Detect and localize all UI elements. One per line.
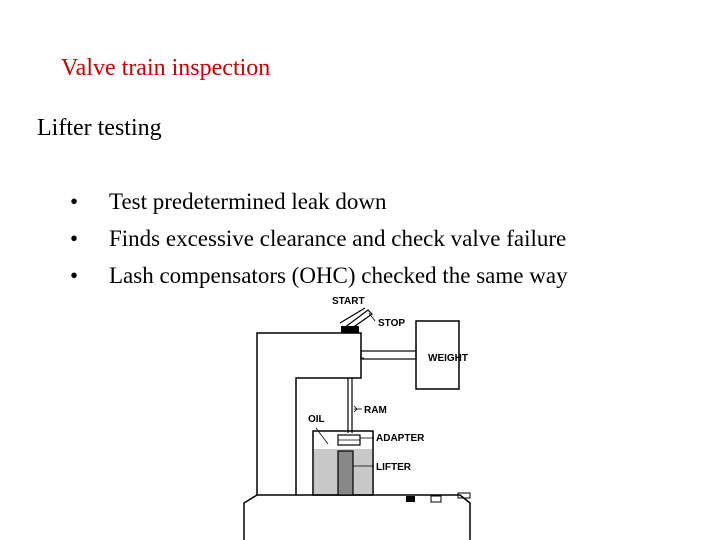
base-control-2	[430, 495, 442, 503]
base-control-1	[406, 496, 415, 502]
slide-title: Valve train inspection	[61, 55, 271, 81]
bullet-marker: •	[70, 189, 79, 214]
lifter	[337, 450, 354, 496]
label-lifter: LIFTER	[376, 462, 412, 473]
label-adapter: ADAPTER	[376, 433, 425, 444]
bullet-list: • Test predetermined leak down • Finds exc…	[70, 183, 568, 294]
label-oil: OIL	[308, 414, 325, 425]
lifter-tester-diagram: START STOP WEIGHT RAM OIL ADAPTER LIFTER	[243, 296, 471, 540]
label-ram: RAM	[364, 405, 387, 416]
weight-arm	[360, 350, 417, 360]
bullet-text: Lash compensators (OHC) checked the same…	[109, 263, 568, 288]
base-control-3	[457, 492, 471, 499]
weight-box	[415, 320, 460, 390]
bullet-text: Finds excessive clearance and check valv…	[109, 226, 567, 251]
label-start: START	[332, 296, 365, 307]
bullet-item: • Test predetermined leak down	[70, 183, 568, 220]
label-weight: WEIGHT	[428, 353, 468, 364]
bullet-text: Test predetermined leak down	[109, 189, 387, 214]
label-stop: STOP	[378, 318, 405, 329]
bullet-marker: •	[70, 226, 79, 251]
bullet-marker: •	[70, 263, 79, 288]
handle-lever	[343, 309, 373, 332]
bullet-item: • Lash compensators (OHC) checked the sam…	[70, 257, 568, 294]
bullet-item: • Finds excessive clearance and check val…	[70, 220, 568, 257]
slide-subtitle: Lifter testing	[37, 115, 162, 141]
